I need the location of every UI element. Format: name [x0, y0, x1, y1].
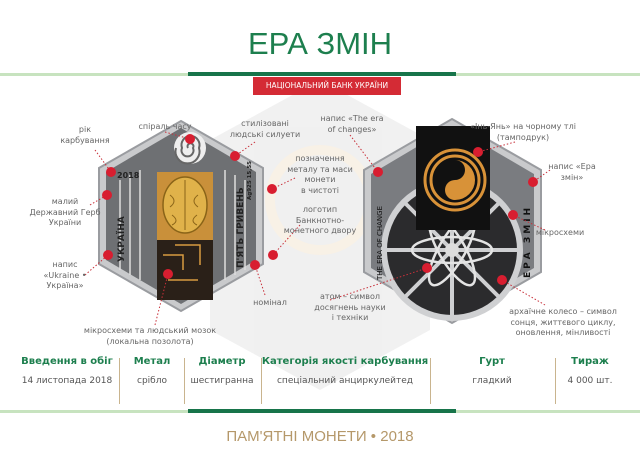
spec-divider	[555, 358, 556, 404]
marker-dot	[102, 190, 112, 200]
spec-divider	[119, 358, 120, 404]
note-nominal: номінал	[253, 298, 287, 307]
marker-dot	[508, 210, 518, 220]
page-title: ЕРА ЗМІН	[247, 26, 393, 61]
coin-metal: Ag925 15,55	[247, 161, 253, 200]
spec-divider	[184, 358, 185, 404]
coin-country: УКРАЇНА	[116, 216, 127, 262]
footer-series: ПАМ'ЯТНІ МОНЕТИ • 2018	[226, 428, 414, 445]
coin-year: 2018	[117, 171, 140, 180]
nbu-badge: НАЦІОНАЛЬНИЙ БАНК УКРАЇНИ	[253, 77, 401, 95]
note-spiral: спіраль часу	[138, 122, 192, 131]
spec-divider	[430, 358, 431, 404]
marker-dot	[528, 177, 538, 187]
coin-era-en: THE ERA OF CHANGE	[376, 206, 384, 281]
note-ukraine: напис«Ukraine •Україна»	[43, 260, 87, 290]
divider-bottom-accent	[188, 409, 456, 413]
marker-dot	[163, 269, 173, 279]
yin-yang-icon	[445, 160, 475, 200]
coin-reverse: THE ERA OF CHANGE ЕРА ЗМІН	[363, 117, 542, 325]
marker-dot	[250, 260, 260, 270]
note-chips: мікросхеми	[535, 228, 585, 237]
marker-dot	[373, 167, 383, 177]
coin-denomination: П'ЯТЬ ГРИВЕНЬ	[236, 187, 246, 268]
marker-dot	[106, 167, 116, 177]
marker-dot	[473, 147, 483, 157]
spec-divider	[261, 358, 262, 404]
marker-dot	[268, 250, 278, 260]
marker-dot	[185, 134, 195, 144]
marker-dot	[422, 263, 432, 273]
coin-era-ua: ЕРА ЗМІН	[523, 205, 533, 278]
marker-dot	[267, 184, 277, 194]
marker-dot	[497, 275, 507, 285]
spiral-icon	[174, 135, 201, 165]
divider-top-accent	[188, 72, 456, 76]
marker-dot	[230, 151, 240, 161]
note-chips-brain: мікросхеми та людський мозок(локальна по…	[83, 326, 217, 346]
note-yin-yang: «Інь-Янь» на чорному тлі(тамподрук)	[470, 122, 576, 142]
marker-dot	[103, 250, 113, 260]
